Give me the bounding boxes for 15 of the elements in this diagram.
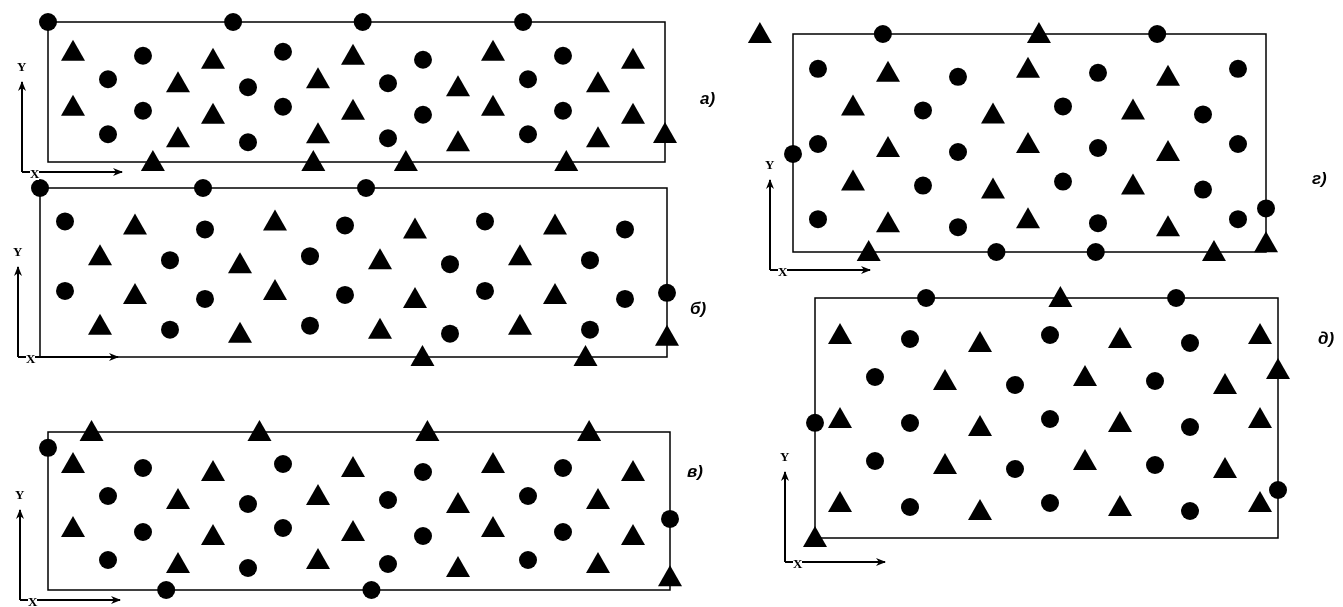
- panel-label: д): [1318, 330, 1335, 347]
- axis-label: X: [26, 352, 36, 365]
- axis-label: Y: [17, 60, 27, 73]
- axis-label: Y: [780, 450, 790, 463]
- axis-label: X: [30, 167, 40, 180]
- panel-label: г): [1312, 170, 1327, 187]
- axis-label: Y: [15, 488, 25, 501]
- panel-label: в): [687, 463, 703, 480]
- panel-label: б): [690, 300, 707, 317]
- axis-label: X: [793, 557, 803, 570]
- axis-label: X: [28, 595, 38, 607]
- axis-label: Y: [13, 245, 23, 258]
- axis-label: X: [778, 265, 788, 278]
- axis-label: Y: [765, 158, 775, 171]
- panel-label: а): [700, 90, 716, 107]
